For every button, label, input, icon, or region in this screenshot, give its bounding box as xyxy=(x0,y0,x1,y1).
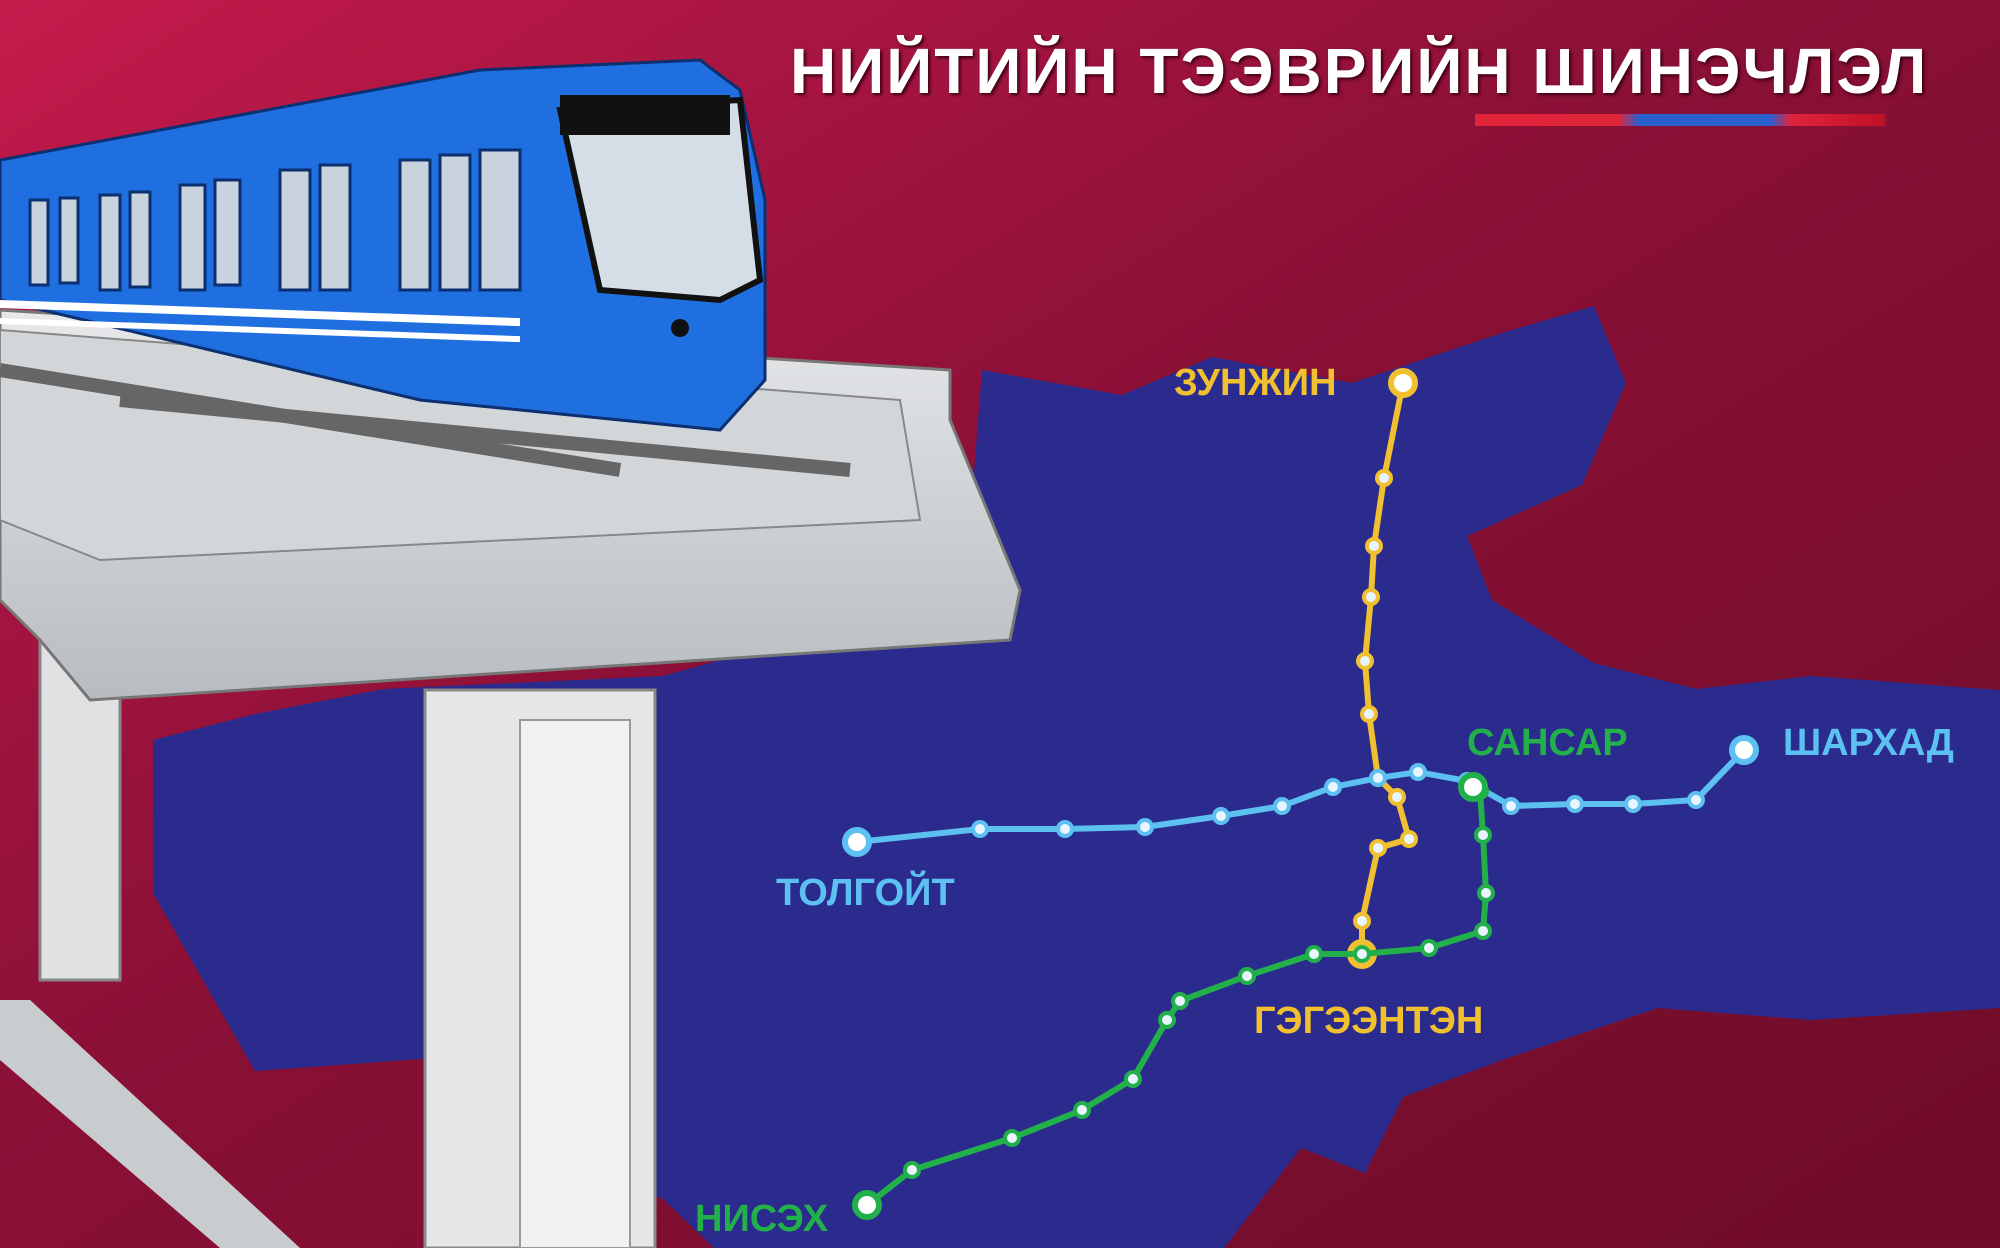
green-line-station-dot xyxy=(1458,772,1488,802)
green-line-station-dot xyxy=(1474,922,1492,940)
green-line-station-dot xyxy=(1124,1070,1142,1088)
yellow-line-station-dot xyxy=(1356,652,1374,670)
viaduct xyxy=(0,308,1022,1248)
yellow-line-station-dot xyxy=(1375,469,1393,487)
yellow-line-station-dot xyxy=(1400,830,1418,848)
green-line-station-dot xyxy=(1477,884,1495,902)
green-line-station-dot xyxy=(852,1190,882,1220)
page-title: НИЙТИЙН ТЭЭВРИЙН ШИНЭЧЛЭЛ xyxy=(790,35,1929,107)
blue-line-station-dot xyxy=(1729,735,1759,765)
yellow-line-station-dot xyxy=(1365,537,1383,555)
blue-line-station-dot xyxy=(1136,818,1154,836)
blue-line-station-dot xyxy=(1324,778,1342,796)
station-label-zunjin: ЗУНЖИН xyxy=(1174,362,1337,404)
yellow-line-station-dot xyxy=(1369,839,1387,857)
blue-line-station-dot xyxy=(1273,797,1291,815)
title-underline-flag-bar xyxy=(1475,114,1885,126)
green-line-station-dot xyxy=(1474,826,1492,844)
station-label-gegeenten: ГЭГЭЭНТЭН xyxy=(1254,1000,1484,1042)
station-label-tolgoit: ТОЛГОЙТ xyxy=(776,872,955,914)
blue-line-station-dot xyxy=(1409,763,1427,781)
green-line-station-dot xyxy=(1158,1011,1176,1029)
yellow-line-station-dot xyxy=(1362,588,1380,606)
blue-line-station-dot xyxy=(1502,797,1520,815)
blue-line-station-dot xyxy=(842,827,872,857)
blue-line-station-dot xyxy=(1369,769,1387,787)
blue-line-station-dot xyxy=(1624,795,1642,813)
station-label-sansar: САНСАР xyxy=(1467,722,1628,764)
metro-lines xyxy=(842,368,1759,1220)
green-line-station-dot xyxy=(1305,945,1323,963)
blue-line-station-dot xyxy=(1566,795,1584,813)
station-label-nisekh: НИСЭХ xyxy=(695,1198,829,1240)
blue-line-station-dot xyxy=(1056,820,1074,838)
green-line-station-dot xyxy=(1420,939,1438,957)
yellow-line-station-dot xyxy=(1388,368,1418,398)
yellow-line xyxy=(1359,382,1413,954)
green-line-station-dot xyxy=(1353,945,1371,963)
green-line xyxy=(865,784,1490,1208)
yellow-line-station-dot xyxy=(1360,705,1378,723)
green-line-station-dot xyxy=(903,1161,921,1179)
train xyxy=(0,58,767,432)
green-line-station-dot xyxy=(1238,967,1256,985)
blue-line-station-dot xyxy=(1212,807,1230,825)
station-label-sharkhad: ШАРХАД xyxy=(1783,722,1954,764)
green-line-station-dot xyxy=(1003,1129,1021,1147)
blue-line-station-dot xyxy=(1687,791,1705,809)
yellow-line-station-dot xyxy=(1353,912,1371,930)
green-line-station-dot xyxy=(1171,992,1189,1010)
blue-line-station-dot xyxy=(971,820,989,838)
yellow-line-station-dot xyxy=(1388,788,1406,806)
green-line-station-dot xyxy=(1073,1101,1091,1119)
